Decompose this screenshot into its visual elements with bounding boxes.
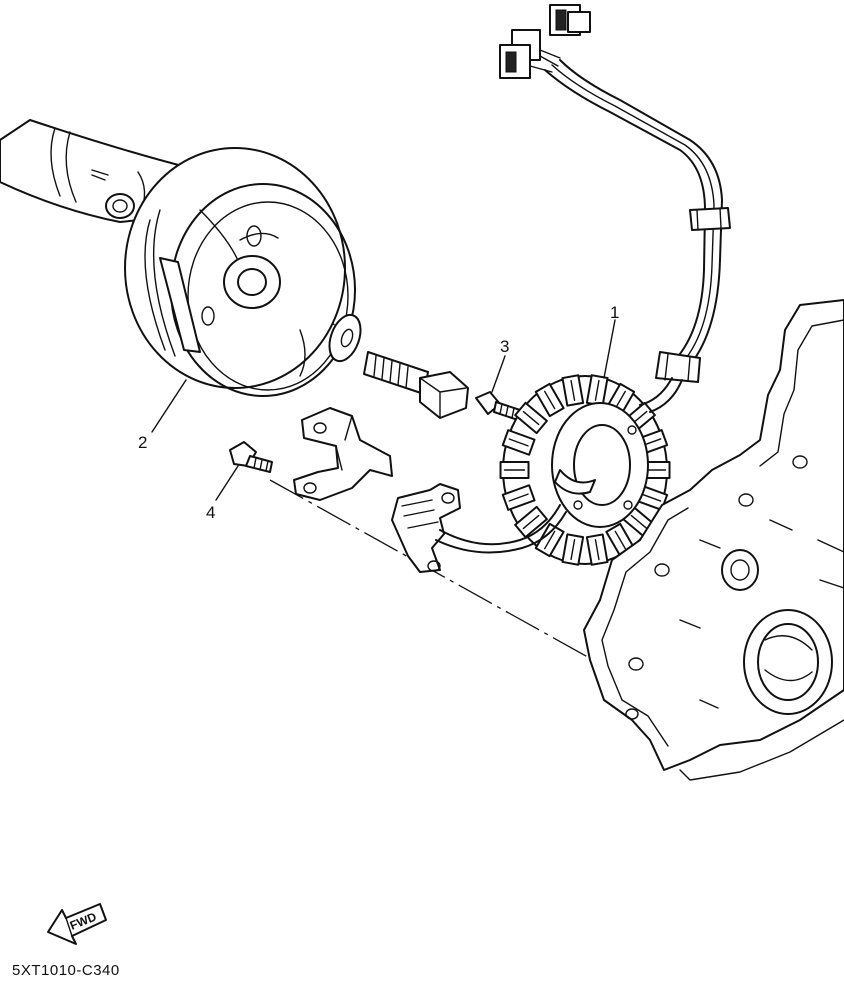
stator-tooth-winding (508, 493, 529, 502)
callout-number: 4 (206, 503, 215, 522)
stator-tooth-winding (522, 410, 540, 426)
stator-tooth-winding (594, 539, 600, 561)
stator-tooth-winding (614, 530, 626, 550)
stator-tooth-winding (543, 390, 556, 410)
callout-number: 3 (500, 337, 509, 356)
stator-tooth-winding (543, 530, 556, 550)
callout-2: 2 (138, 379, 187, 452)
bracket-screw (229, 441, 273, 473)
flywheel-rotor (124, 147, 356, 397)
callout-3: 3 (491, 337, 509, 393)
pickup-coil (391, 483, 567, 573)
callout-number: 2 (138, 433, 147, 452)
crankcase-cover (583, 299, 844, 781)
stator-tooth-winding (570, 539, 576, 561)
axis-line-pickup (269, 479, 666, 701)
wire-harness (499, 4, 731, 413)
callout-1: 1 (603, 303, 619, 379)
stator-screw (475, 391, 521, 421)
stator-tooth-winding (522, 514, 540, 530)
stator-tooth-winding (570, 379, 576, 401)
washer (328, 313, 362, 363)
stator-tooth-winding (594, 379, 600, 401)
rotor-bolt (363, 351, 469, 419)
callout-4: 4 (206, 465, 239, 522)
callout-number: 1 (610, 303, 619, 322)
stator-tooth-winding (630, 514, 648, 530)
drawing-code: 5XT1010-C340 (12, 962, 120, 979)
pickup-bracket (293, 407, 393, 501)
stator-tooth-winding (641, 493, 662, 502)
stator-tooth-winding (508, 438, 529, 447)
fwd-arrow: FWD (47, 903, 107, 945)
